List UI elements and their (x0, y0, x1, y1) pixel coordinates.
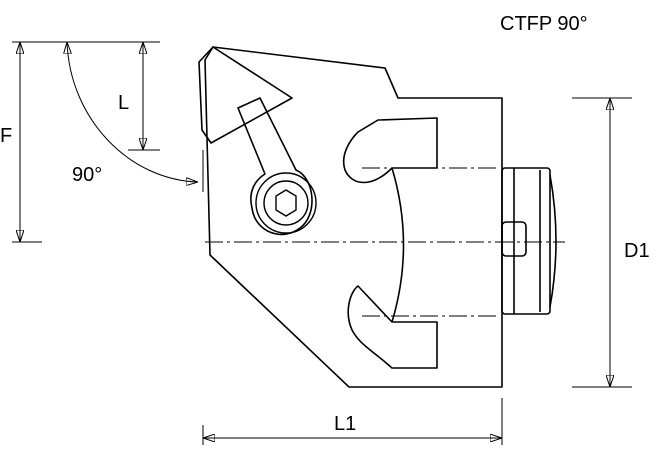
d1-dimension-label: D1 (624, 240, 650, 262)
shank-nose (549, 174, 557, 308)
angle-label: 90° (72, 164, 103, 186)
l-dimension-label: L (118, 92, 130, 114)
drawing-title: CTFP 90° (500, 13, 588, 35)
l1-dimension-label: L1 (334, 413, 357, 435)
screw-outer (255, 172, 317, 234)
screw-inner (263, 180, 309, 226)
f-dimension-label: F (0, 125, 13, 147)
lower-pocket (347, 285, 438, 369)
tool-body-outline (204, 46, 503, 388)
upper-pocket (342, 117, 438, 184)
cutting-insert (198, 46, 293, 144)
cam-face (391, 167, 405, 323)
angle-arc (67, 42, 198, 182)
clamp-lever (237, 97, 313, 236)
screw-hex-socket-icon (275, 189, 297, 217)
key-slot (501, 221, 527, 257)
